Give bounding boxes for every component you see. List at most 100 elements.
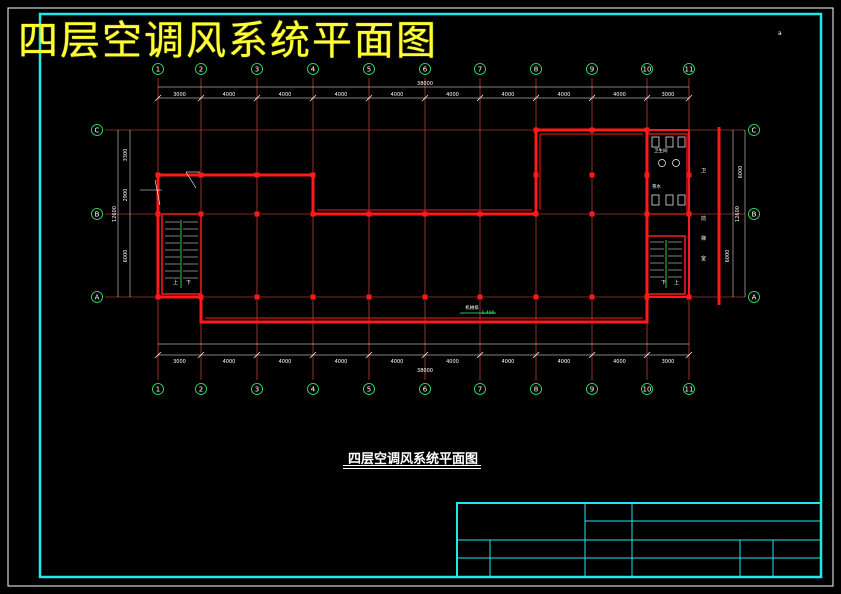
dim-tick — [253, 351, 261, 359]
dim-top-bay-9: 4000 — [613, 92, 626, 98]
column — [254, 294, 260, 300]
stair-label-up: 上 — [173, 279, 178, 286]
grid-bubble-text: 2 — [199, 386, 203, 394]
grid-bubble-text: 11 — [685, 386, 694, 394]
grid-bubble-2 — [195, 63, 207, 75]
subtitle-underline-2 — [343, 468, 481, 469]
dim-bottom-bay-5: 4000 — [391, 359, 404, 365]
page-mark: a — [778, 30, 782, 37]
dim-bottom-bay-2: 4000 — [223, 359, 236, 365]
dim-top-total: 38000 — [417, 81, 433, 87]
dim-tick — [197, 351, 205, 359]
column — [477, 211, 483, 217]
elevation-label: 1.400 — [482, 310, 495, 316]
row-bubble-text: C — [95, 127, 100, 135]
dim-left-3: 6000 — [123, 250, 129, 263]
dim-right-total: 12600 — [735, 206, 741, 222]
grid-bubble-9 — [586, 383, 598, 395]
column — [254, 172, 260, 178]
toilet-fixture — [665, 136, 674, 148]
drawing-subtitle: 四层空调风系统平面图 — [348, 452, 479, 467]
grid-bubble-7 — [474, 383, 486, 395]
dim-tick — [532, 94, 540, 102]
column — [589, 172, 595, 178]
column — [155, 172, 161, 178]
dim-tick — [476, 94, 484, 102]
column — [644, 294, 650, 300]
dim-tick — [685, 94, 693, 102]
column — [254, 211, 260, 217]
grid-bubble-5 — [363, 383, 375, 395]
grid-bubble-text: 9 — [590, 66, 594, 74]
grid-bubble-8 — [530, 383, 542, 395]
toilet-fixture — [651, 194, 660, 206]
stair-label-down: 下 — [186, 280, 191, 286]
column — [686, 211, 692, 217]
column — [644, 211, 650, 217]
dim-top-bay-2: 4000 — [223, 92, 236, 98]
column — [422, 211, 428, 217]
dim-bottom-bay-8: 4000 — [558, 359, 571, 365]
grid-bubble-text: 1 — [156, 66, 160, 74]
dim-bottom-bay-10: 3000 — [662, 359, 675, 365]
dimension-lines — [117, 86, 746, 359]
drawing-frame — [38, 12, 823, 579]
column — [155, 294, 161, 300]
column — [198, 211, 204, 217]
grid-bubble-text: 7 — [478, 386, 482, 394]
grid-bubble-10 — [641, 383, 653, 395]
row-bubble-text: C — [752, 127, 757, 135]
exterior-wall — [156, 128, 649, 324]
column — [533, 172, 539, 178]
grid-bubble-text: 4 — [311, 386, 316, 394]
grid-bubble-1 — [152, 383, 164, 395]
grid-bubble-text: 6 — [423, 66, 428, 74]
grid-bubble-text: 10 — [643, 386, 652, 394]
grid-bubble-text: 7 — [478, 66, 482, 74]
subtitle-underline — [343, 465, 481, 466]
sink-fixture — [658, 159, 666, 167]
column — [644, 172, 650, 178]
dim-bottom-total: 38000 — [417, 368, 433, 374]
dim-top-bay-5: 4000 — [391, 92, 404, 98]
column — [644, 127, 650, 133]
stair-label-up-r: 上 — [674, 279, 679, 286]
column — [366, 211, 372, 217]
toilet-fixture — [651, 136, 660, 148]
dim-left-1: 3300 — [123, 149, 129, 162]
dim-bottom-bay-4: 4000 — [335, 359, 348, 365]
grid-bubble-text: 4 — [311, 66, 316, 74]
dim-bottom-bay-9: 4000 — [613, 359, 626, 365]
grid-bubble-text: 6 — [423, 386, 428, 394]
grid-bubble-11 — [683, 63, 695, 75]
column — [686, 294, 692, 300]
grid-bubble-9 — [586, 63, 598, 75]
grid-bubble-text: 5 — [367, 66, 371, 74]
column — [589, 294, 595, 300]
grid-bubble-6 — [419, 63, 431, 75]
grid-bubble-6 — [419, 383, 431, 395]
dim-tick — [309, 351, 317, 359]
row-bubble-C — [91, 124, 103, 136]
drawing-title: 四层空调风系统平面图 — [18, 18, 438, 64]
dim-tick — [421, 94, 429, 102]
building-walls — [156, 127, 721, 324]
grid-bubble-8 — [530, 63, 542, 75]
dim-tick — [588, 94, 596, 102]
dim-right-1: 6000 — [738, 166, 744, 179]
plan-labels: 3000300040004000400040004000400040004000… — [112, 81, 744, 374]
grid-bubble-4 — [307, 383, 319, 395]
row-bubble-C — [748, 124, 760, 136]
structural-columns — [155, 127, 692, 300]
column — [686, 172, 692, 178]
door-swing-2 — [185, 171, 197, 189]
grid-bubble-text: 11 — [685, 66, 694, 74]
column — [477, 294, 483, 300]
column — [310, 211, 316, 217]
dim-tick — [643, 351, 651, 359]
leader-line-2 — [154, 179, 161, 206]
dim-left-total: 12600 — [112, 206, 118, 222]
stair-right — [646, 235, 686, 295]
